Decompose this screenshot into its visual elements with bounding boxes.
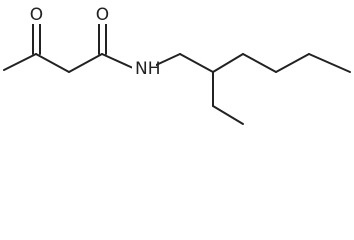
bond-c10-c11 [275,53,310,73]
bond-c7-c8 [212,105,244,125]
bond-c6-c9 [212,53,244,73]
bond-c5-c6 [179,53,214,73]
atom-label-n: NH [135,59,161,79]
atom-label-o2: O [96,5,109,25]
atom-o2: O [94,4,111,25]
bond-c3-c4 [68,53,103,73]
bond-c2-c3 [35,53,70,73]
bond-c1-c2 [3,53,37,71]
molecule-structure: O O NH [3,4,351,125]
atom-label-o1: O [30,5,43,25]
atom-symbol-n: N [135,59,148,79]
bond-c11-c12 [308,53,351,73]
bond-c4-n [101,53,134,69]
structure-canvas: O O NH [3,4,351,125]
atom-n: NH [132,58,161,79]
atom-o1: O [28,4,45,25]
atom-hydrogen-n: H [148,59,161,79]
bond-n-c5 [153,53,181,67]
bond-c9-c10 [242,53,277,73]
